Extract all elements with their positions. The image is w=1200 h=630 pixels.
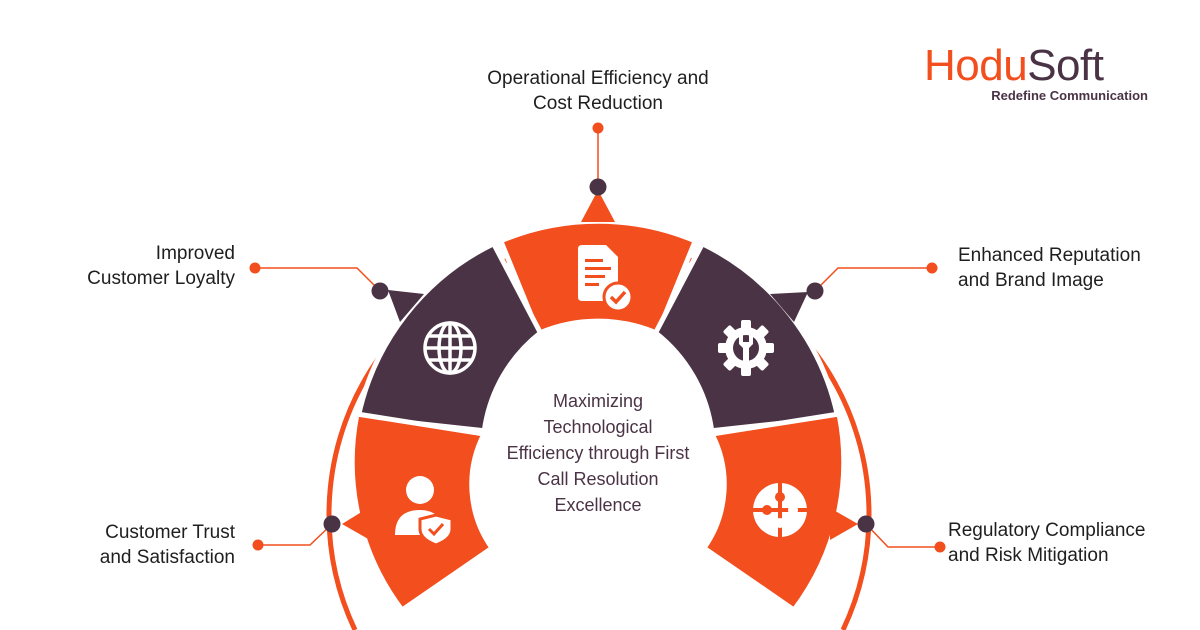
connector-node-dot (371, 282, 389, 300)
connector-node-dot (806, 282, 824, 300)
gear-wrench-icon (718, 320, 774, 376)
brand-wordmark: HoduSoft (924, 40, 1148, 92)
benefit-label-line: Customer Loyalty (87, 268, 235, 289)
document-check-icon (578, 245, 634, 313)
connector-node-dot (857, 515, 875, 533)
benefit-label-line: Regulatory Compliance (948, 520, 1146, 541)
puzzle-icon (753, 483, 807, 537)
benefit-label-cost-reduction: Operational Efficiency and Cost Reductio… (470, 66, 726, 116)
connector-risk-mitigation (865, 523, 940, 548)
benefit-label-line: Enhanced Reputation (958, 245, 1141, 266)
connector-end-dot (592, 122, 604, 134)
brand-logo: HoduSoft Redefine Communication (924, 40, 1148, 103)
connector-node-dot (323, 515, 341, 533)
user-shield-icon (395, 476, 454, 547)
center-title-line: Efficiency through First (506, 443, 690, 463)
benefit-label-customer-trust: Customer Trust and Satisfaction (40, 520, 235, 570)
brand-name-part1: Hodu (924, 41, 1028, 90)
benefit-label-line: and Satisfaction (99, 547, 235, 568)
connector-customer-trust (258, 523, 333, 546)
benefit-label-line: Customer Trust (105, 522, 235, 543)
center-title-line: Excellence (554, 495, 642, 515)
connector-customer-loyalty (255, 267, 381, 292)
connector-end-dot (934, 541, 946, 553)
center-title-line: Maximizing (552, 391, 644, 411)
benefit-label-line: and Brand Image (958, 270, 1104, 291)
benefit-label-customer-loyalty: Improved Customer Loyalty (40, 241, 235, 291)
connector-end-dot (249, 262, 261, 274)
benefit-label-line: Cost Reduction (533, 93, 663, 114)
brand-tagline: Redefine Communication (991, 88, 1148, 103)
center-circle (488, 368, 708, 588)
connector-node-dot (589, 178, 607, 196)
benefit-label-risk-mitigation: Regulatory Compliance and Risk Mitigatio… (948, 518, 1193, 568)
center-title: Maximizing Technological Efficiency thro… (486, 388, 710, 518)
brand-name-part2: Soft (1027, 41, 1104, 90)
benefit-label-line: and Risk Mitigation (948, 545, 1109, 566)
benefit-label-line: Operational Efficiency and (487, 68, 709, 89)
connector-brand-image (814, 267, 932, 292)
connector-end-dot (926, 262, 938, 274)
connector-end-dot (252, 539, 264, 551)
benefit-label-line: Improved (155, 243, 235, 264)
globe-icon (423, 321, 477, 375)
center-title-line: Call Resolution (537, 469, 659, 489)
center-title-line: Technological (543, 417, 653, 437)
benefit-label-brand-image: Enhanced Reputation and Brand Image (958, 243, 1188, 293)
